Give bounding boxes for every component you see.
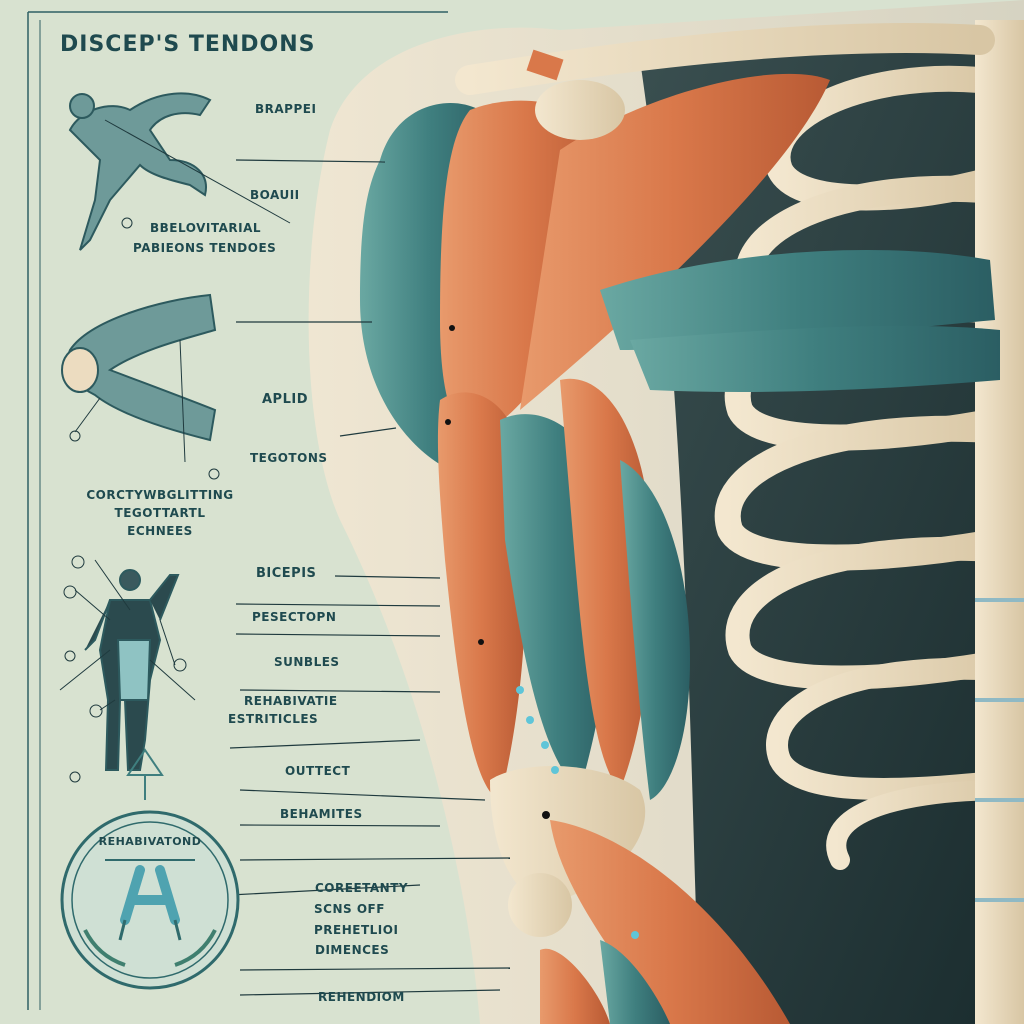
label-prehetlioi: PREHETLIOI: [314, 923, 399, 937]
label-estriticles: ESTRITICLES: [228, 712, 319, 726]
label-echnees: ECHNEES: [127, 524, 193, 538]
label-aplid: APLID: [262, 392, 309, 407]
label-pesectopn: PESECTOPN: [252, 610, 337, 624]
label-pabieons: PABIEONS TENDOES: [133, 241, 277, 255]
label-sunbles: SUNBLES: [274, 655, 340, 669]
label-rehendiom: REHENDIOM: [318, 990, 405, 1004]
label-brappei: BRAPPEI: [255, 102, 317, 116]
label-outtect: OUTTECT: [285, 764, 351, 778]
label-boauii: BOAUII: [250, 188, 300, 202]
label-corctywbglitting: CORCTYWBGLITTING: [86, 488, 234, 502]
label-dimences: DIMENCES: [315, 943, 390, 957]
sketch-figure-2: [61, 293, 217, 442]
label-coreetanty: COREETANTY: [315, 881, 409, 895]
badge-text: REHABIVATOND: [98, 835, 202, 848]
sketch-figure-1: [68, 92, 212, 251]
badge-emblem: [60, 810, 240, 990]
label-rehabivatie: REHABIVATIE: [244, 694, 338, 708]
label-scns-off: SCNS OFF: [314, 902, 385, 916]
page-title: DISCEP'S TENDONS: [60, 32, 316, 57]
label-bicepis: BICEPIS: [256, 566, 317, 581]
label-behamites: BEHAMITES: [280, 807, 363, 821]
label-tegottartl: TEGOTTARTL: [114, 506, 206, 520]
label-bbelovitarial: BBELOVITARIAL: [150, 221, 262, 235]
sketch-figure-3: [84, 569, 180, 771]
label-tegotons: TEGOTONS: [250, 451, 328, 465]
